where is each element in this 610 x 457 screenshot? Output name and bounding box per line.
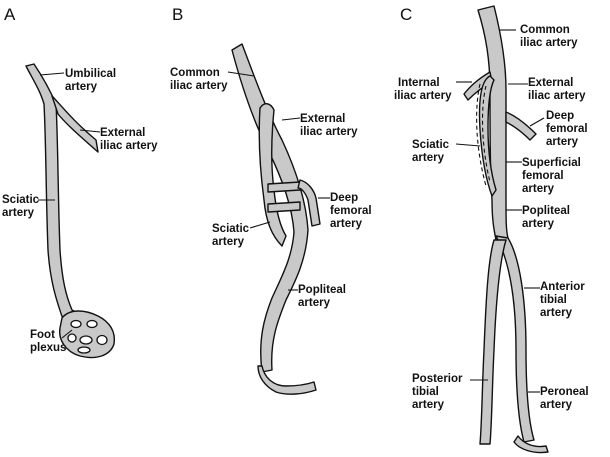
panel-c-common-iliac-artery-label: Common iliac artery — [520, 24, 578, 49]
panel-b-sciatic-artery-label: Sciatic artery — [212, 223, 252, 248]
panel-b-deep-femoral-artery-label: Deep femoral artery — [330, 192, 375, 230]
panel-c-posterior-tibial — [479, 239, 507, 445]
panel-b-collateral-upper — [267, 181, 301, 193]
panel-b: B Common iliac artery External iliac art… — [170, 5, 375, 395]
panel-c-sciatic-artery-label: Sciatic artery — [412, 139, 452, 164]
panel-c-foot-arch — [513, 435, 549, 454]
panel-a: A Umbilical artery External iliac artery… — [2, 5, 158, 359]
panel-a-external-iliac-branch — [51, 95, 99, 153]
panel-c-anterior-tibial-artery-label: Anterior tibial artery — [540, 281, 588, 319]
panel-c-deep-femoral — [505, 111, 537, 141]
panel-c-sciatic-remnant — [478, 75, 497, 197]
panel-b-foot-arch — [257, 365, 317, 395]
panel-a-umbilical-artery-label: Umbilical artery — [65, 68, 119, 93]
panel-c-anterior-tibial — [495, 235, 535, 443]
panel-b-deep-femoral — [297, 179, 321, 227]
panel-b-letter: B — [172, 5, 183, 24]
panel-c-peroneal-artery-label: Peroneal artery — [540, 386, 592, 411]
panel-b-popliteal-artery-label: Popliteal artery — [298, 284, 349, 309]
panel-b-common-iliac-artery-label: Common iliac artery — [170, 67, 228, 92]
panel-c-external-iliac-artery-label: External iliac artery — [528, 77, 586, 102]
panel-a-letter: A — [4, 5, 16, 24]
panel-a-sciatic-artery-label: Sciatic artery — [2, 194, 42, 219]
panel-a-external-iliac-artery-label: External iliac artery — [100, 127, 158, 152]
panel-c-posterior-tibial-artery-label: Posterior tibial artery — [412, 373, 466, 411]
panel-a-sciatic-trunk — [25, 63, 81, 323]
panel-b-collateral-lower — [267, 201, 301, 213]
panel-c-letter: C — [400, 5, 412, 24]
panel-b-external-iliac-artery-label: External iliac artery — [300, 113, 358, 138]
panel-c-internal-iliac-artery-label: Internal iliac artery — [394, 77, 452, 102]
panel-c: C Common iliac artery Internal iliac art… — [394, 5, 592, 454]
panel-c-deep-femoral-artery-label: Deep femoral artery — [546, 110, 591, 148]
panel-a-foot-plexus-label: Foot plexus — [30, 329, 66, 354]
panel-b-sciatic-loop — [258, 103, 287, 247]
panel-c-popliteal-artery-label: Popliteal artery — [522, 205, 573, 230]
panel-c-superficial-femoral-artery-label: Superficial femoral artery — [522, 157, 584, 195]
